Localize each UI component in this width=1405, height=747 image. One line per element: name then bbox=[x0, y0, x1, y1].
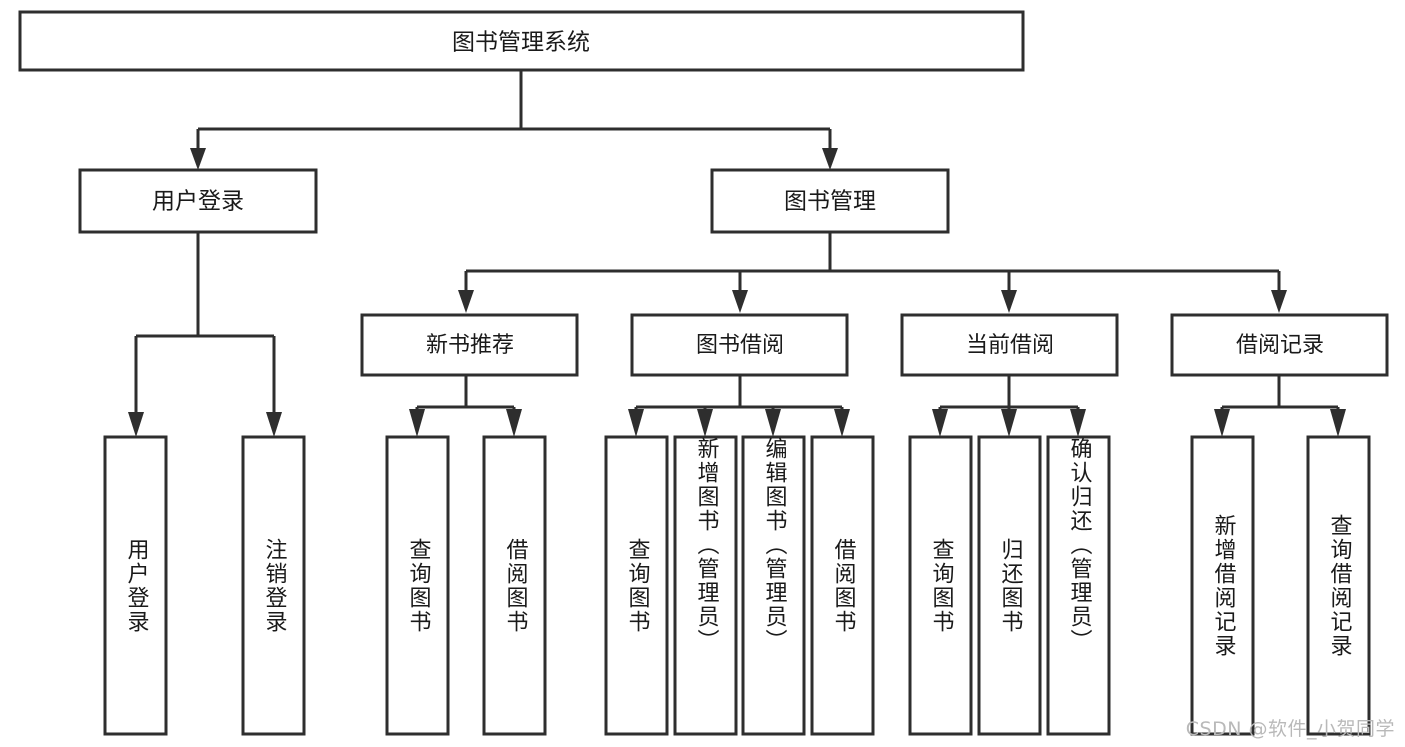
arrow-book-mgmt-to-current-borrow bbox=[1001, 290, 1017, 313]
leaf-rect-borrow-book-2[interactable] bbox=[673, 435, 738, 736]
node-new-book-recommend-label: 新书推荐 bbox=[426, 333, 514, 358]
watermark-text: CSDN @软件_小贺同学 bbox=[1185, 718, 1395, 740]
node-new-book-recommend-rect[interactable] bbox=[360, 313, 579, 377]
arrow-user-login-child-2 bbox=[266, 412, 282, 437]
arrow-borrow-book-child-3 bbox=[765, 409, 781, 437]
node-book-management[interactable]: 图书管理 bbox=[710, 168, 950, 234]
arrow-borrow-book-child-1 bbox=[628, 409, 644, 437]
leaf-rect-current-borrow-1[interactable] bbox=[908, 435, 973, 736]
node-book-borrow-rect[interactable] bbox=[630, 313, 849, 377]
node-user-login[interactable]: 用户登录 bbox=[78, 168, 318, 234]
arrow-user-login-child-1 bbox=[128, 412, 144, 437]
arrow-book-mgmt-to-borrow-record bbox=[1271, 290, 1287, 313]
leaf-rect-new-book-1[interactable] bbox=[385, 435, 450, 736]
connector-group-book-mgmt bbox=[458, 232, 1287, 313]
arrow-new-book-child-2 bbox=[506, 409, 522, 437]
node-root-rect[interactable] bbox=[18, 10, 1025, 72]
node-borrow-record[interactable]: 借阅记录 bbox=[1170, 313, 1389, 377]
leaf-rect-current-borrow-3[interactable] bbox=[1046, 435, 1111, 736]
arrow-current-borrow-child-3 bbox=[1070, 409, 1086, 437]
leaf-rect-borrow-book-4[interactable] bbox=[810, 435, 875, 736]
node-current-borrow[interactable]: 当前借阅 bbox=[900, 313, 1119, 377]
leaf-rect-borrow-book-1[interactable] bbox=[604, 435, 669, 736]
arrow-root-to-book-mgmt bbox=[822, 148, 838, 170]
leaf-rect-current-borrow-2[interactable] bbox=[977, 435, 1042, 736]
connector-group-current-borrow bbox=[932, 375, 1086, 437]
arrow-borrow-record-child-2 bbox=[1330, 409, 1346, 437]
node-borrow-record-rect[interactable] bbox=[1170, 313, 1389, 377]
connector-group-borrow-book bbox=[628, 375, 850, 437]
leaf-rect-user-login-2[interactable] bbox=[241, 435, 306, 736]
node-current-borrow-label: 当前借阅 bbox=[966, 333, 1054, 358]
node-new-book-recommend[interactable]: 新书推荐 bbox=[360, 313, 579, 377]
node-book-management-label: 图书管理 bbox=[784, 189, 876, 215]
node-book-borrow-label: 图书借阅 bbox=[696, 333, 784, 358]
connector-group-user-login bbox=[128, 232, 282, 437]
arrow-root-to-user-login bbox=[190, 148, 206, 170]
leaf-rect-user-login-1[interactable] bbox=[103, 435, 168, 736]
leaf-rect-borrow-record-1[interactable] bbox=[1190, 435, 1255, 736]
node-borrow-record-label: 借阅记录 bbox=[1236, 333, 1324, 358]
arrow-borrow-book-child-2 bbox=[697, 409, 713, 437]
node-current-borrow-rect[interactable] bbox=[900, 313, 1119, 377]
arrow-book-mgmt-to-borrow-book bbox=[732, 290, 748, 313]
node-root[interactable]: 图书管理系统 bbox=[18, 10, 1025, 72]
connector-group-root bbox=[190, 70, 838, 170]
node-root-label: 图书管理系统 bbox=[452, 30, 590, 56]
leaf-rect-borrow-book-3[interactable] bbox=[741, 435, 806, 736]
arrow-current-borrow-child-2 bbox=[1001, 409, 1017, 437]
node-book-management-rect[interactable] bbox=[710, 168, 950, 234]
arrow-new-book-child-1 bbox=[409, 409, 425, 437]
arrow-book-mgmt-to-new-book bbox=[458, 290, 474, 313]
leaf-rect-new-book-2[interactable] bbox=[482, 435, 547, 736]
arrow-current-borrow-child-1 bbox=[932, 409, 948, 437]
node-book-borrow[interactable]: 图书借阅 bbox=[630, 313, 849, 377]
node-user-login-label: 用户登录 bbox=[152, 189, 244, 215]
node-user-login-rect[interactable] bbox=[78, 168, 318, 234]
connector-group-borrow-record bbox=[1214, 375, 1346, 437]
arrow-borrow-book-child-4 bbox=[834, 409, 850, 437]
connector-group-new-book bbox=[409, 375, 522, 437]
leaf-rect-borrow-record-2[interactable] bbox=[1306, 435, 1371, 736]
arrow-borrow-record-child-1 bbox=[1214, 409, 1230, 437]
